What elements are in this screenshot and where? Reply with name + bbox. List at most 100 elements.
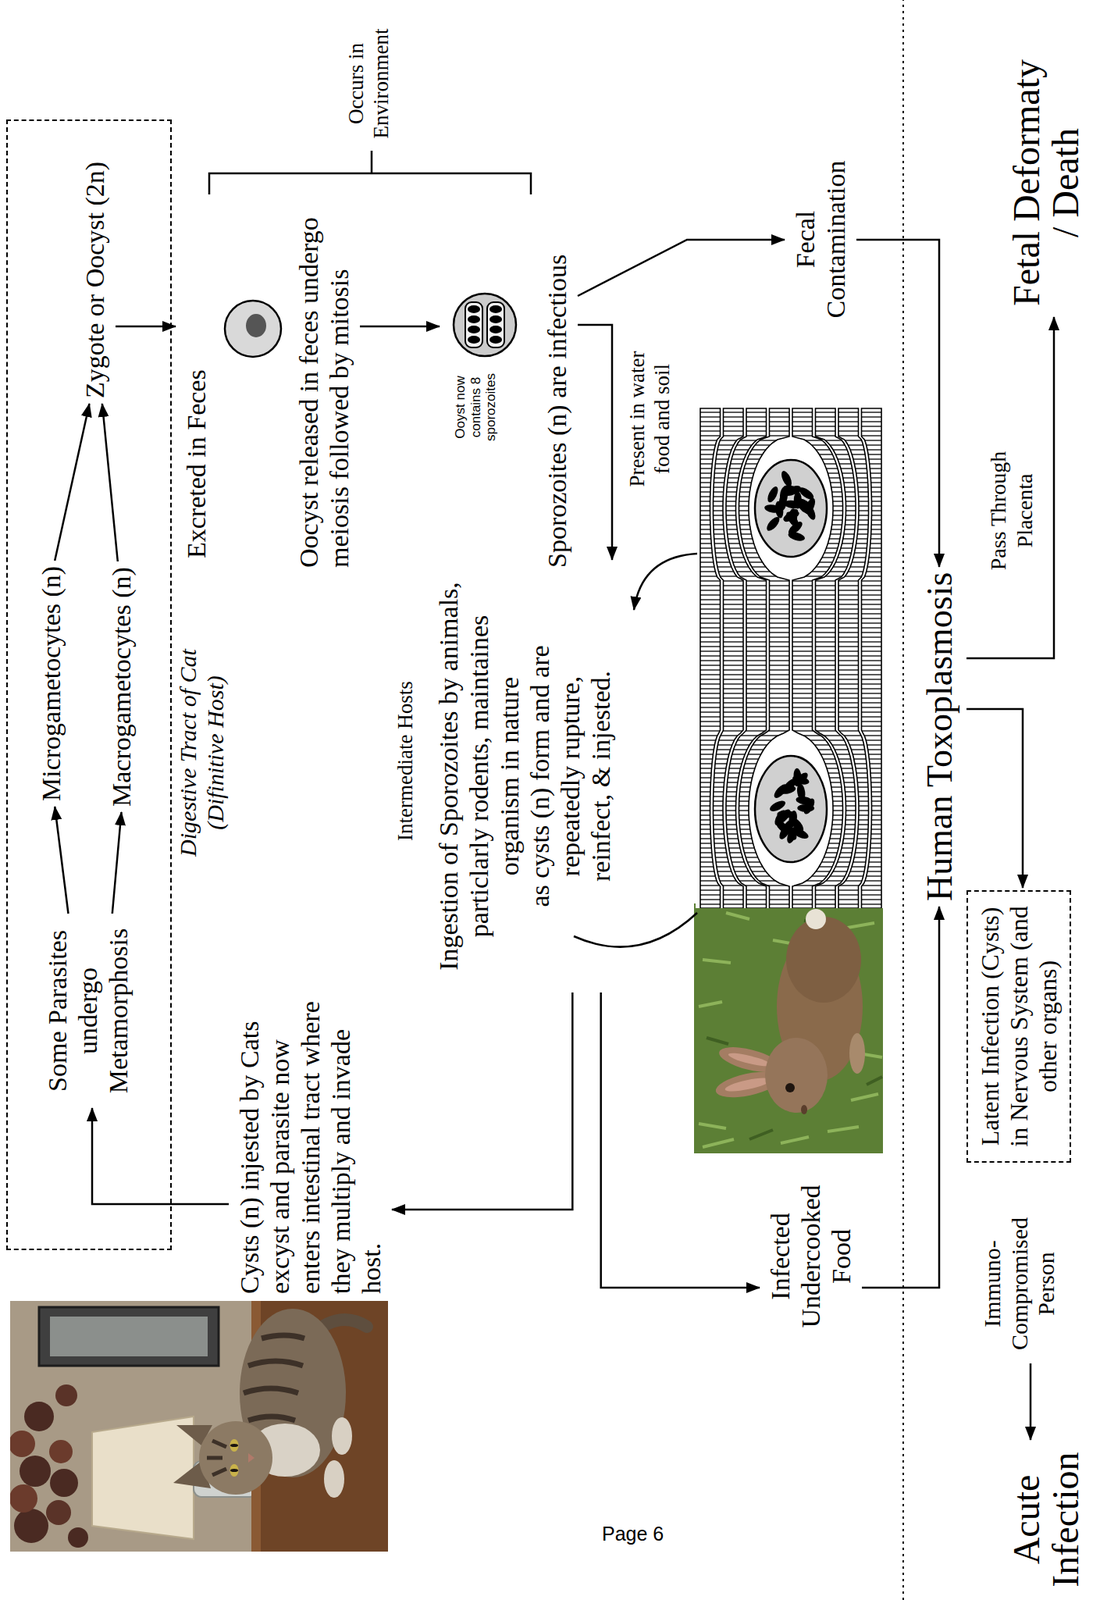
sporulated-oocyst-drawing-part — [467, 325, 481, 334]
node-text: Microgametocytes (n) — [35, 566, 67, 801]
reinfection-cycle-arrow — [633, 553, 698, 610]
bradyzoite — [786, 530, 806, 543]
cat-photo-part — [248, 1452, 255, 1463]
node-text: Infected Undercooked Food — [765, 1178, 857, 1335]
annotation-label: Intermediate Hosts — [392, 680, 418, 841]
sporulated-oocyst-drawing-part — [489, 315, 502, 324]
environment-bracket — [209, 150, 531, 195]
text-node: Fetal Deformaty / Death — [1003, 50, 1090, 315]
text-node: Macrogametocytes (n) — [103, 563, 140, 810]
cat-photo-part — [230, 1463, 239, 1477]
cat-photo-part — [199, 1420, 273, 1495]
annotation-label: Occurs in Environment — [343, 21, 395, 146]
cat-photo-part — [10, 1484, 38, 1513]
rabbit-photo-part — [698, 912, 883, 1147]
cat-photo-part — [323, 1459, 345, 1498]
cat-photo-part — [24, 1401, 54, 1432]
connector-arrow — [359, 325, 440, 328]
tissue-cyst — [754, 459, 827, 557]
connector-arrow — [54, 403, 89, 561]
node-text: Cysts (n) injested by Cats excyst and pa… — [234, 981, 387, 1294]
node-text: Macrogametocytes (n) — [106, 566, 137, 807]
connector-arrow — [966, 708, 1023, 888]
node-text: as cysts (n) form and are repeatedly rup… — [524, 631, 616, 921]
text-node: Immuno- Compromised Person — [975, 1206, 1064, 1361]
sporulated-oocyst-drawing-part — [487, 302, 505, 348]
connector-arrow — [861, 906, 940, 1288]
cat-photo-part — [230, 1443, 239, 1447]
bradyzoite — [778, 783, 798, 795]
cat-photo-part — [46, 1499, 72, 1525]
bradyzoite — [793, 491, 802, 509]
text-node: Excreted in Feces — [177, 289, 292, 562]
oocyst-drawing-part — [224, 300, 282, 357]
cat-photo-part — [206, 1440, 227, 1475]
connector-arrow — [391, 992, 573, 1210]
text-node: Infected Undercooked Food — [761, 1174, 860, 1338]
node-text: Oocyst released in feces undergo meiosis… — [293, 208, 355, 568]
rabbit-photo-part — [727, 1050, 773, 1068]
bradyzoite — [795, 795, 814, 806]
sporulated-oocyst-drawing — [453, 293, 517, 356]
node-text: Excreted in Feces — [181, 292, 212, 559]
connector-arrow — [601, 992, 760, 1288]
cat-photo-part — [55, 1384, 78, 1407]
sporulated-oocyst-drawing-part — [465, 302, 483, 348]
dashed-region: Digestive Tract of Cat (Difinitive Host)… — [6, 119, 172, 1250]
rabbit-photo-part — [805, 908, 826, 930]
rabbit-photo-part — [765, 1037, 828, 1113]
connector-arrow — [577, 324, 613, 560]
connector-arrow — [577, 239, 785, 296]
bradyzoite — [764, 514, 782, 533]
sporulated-oocyst-drawing-part — [489, 335, 502, 344]
rabbit-photo-part — [694, 903, 883, 1154]
node-text: Zygote or Oocyst (2n) — [79, 161, 111, 399]
intestine-cyst-drawing — [695, 407, 886, 908]
text-node: Ingestion of Sporozoites by animals, par… — [430, 562, 620, 990]
cat-photo-part — [14, 1508, 49, 1543]
rabbit-photo — [694, 903, 883, 1154]
connector-arrow — [966, 316, 1054, 659]
cat-photo-part — [39, 1306, 219, 1366]
bradyzoite — [782, 506, 801, 524]
connector-arrow — [1029, 1363, 1033, 1440]
text-node: Cysts (n) injested by Cats excyst and pa… — [231, 978, 390, 1297]
cat-photo-part — [67, 1527, 89, 1548]
node-text: Human Toxoplasmosis — [919, 572, 962, 901]
bradyzoite — [783, 822, 799, 842]
cat-photo-part — [10, 1430, 36, 1457]
cat-photo-part — [230, 1468, 239, 1472]
sporulated-oocyst-drawing-part — [453, 293, 517, 356]
rabbit-photo-part — [723, 1075, 772, 1094]
node-text: Immuno- Compromised Person — [978, 1209, 1061, 1358]
node-text: Fecal Contamination — [790, 155, 851, 324]
page-number: Page 6 — [601, 1522, 664, 1545]
cat-photo-part — [19, 1455, 51, 1487]
connector-arrow — [115, 325, 176, 328]
text-node: Ooyst now contains 8 sporozoites — [441, 281, 530, 456]
text-node: Oocyst released in feces undergo meiosis… — [290, 205, 358, 571]
node-text: Some Parasites undergo Metamorphosis — [42, 918, 134, 1103]
connector-arrow — [856, 239, 940, 567]
text-node: Sporozoites (n) are infectious — [538, 251, 576, 571]
sporulated-oocyst-drawing-part — [467, 315, 481, 324]
rabbit-photo-part — [786, 916, 862, 1003]
bradyzoite — [765, 484, 781, 504]
edge-label: Pass Through Placenta — [985, 436, 1038, 585]
rabbit-photo-part — [849, 1032, 866, 1074]
cat-photo-part — [92, 1416, 194, 1539]
tissue-cyst — [754, 755, 827, 862]
sporulated-oocyst-drawing-part — [467, 335, 481, 344]
cat-photo-part — [10, 1300, 389, 1552]
connector-arrow — [54, 806, 68, 914]
connector-arrow — [112, 811, 122, 914]
sporulated-oocyst-drawing-part — [467, 305, 481, 314]
text-node: Some Parasites undergo Metamorphosis — [39, 915, 137, 1106]
sporulated-oocyst-drawing-part — [489, 305, 502, 314]
rabbit-photo-part — [800, 1104, 808, 1115]
node-text: Sporozoites (n) are infectious — [541, 254, 573, 568]
node-text: Fetal Deformaty / Death — [1007, 53, 1086, 312]
cat-photo-part — [49, 1316, 208, 1357]
connector-arrow — [92, 1107, 229, 1204]
